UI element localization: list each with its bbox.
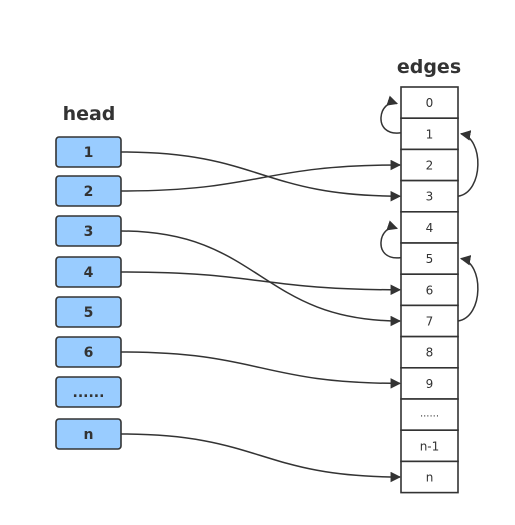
edge-cell: 4 <box>400 211 459 244</box>
head-slot-label: 4 <box>84 265 94 281</box>
edge-cell-label: 6 <box>426 283 434 297</box>
edge-cell-label: 7 <box>426 315 434 329</box>
head-slot: 1 <box>55 136 122 168</box>
edge-cell-label: ...... <box>420 409 439 420</box>
head-slot-box <box>55 215 122 247</box>
edge-cell-label: 8 <box>426 346 434 360</box>
edge-cell: 5 <box>400 242 459 276</box>
edge-cell-label: n <box>426 471 434 485</box>
edge-cell-label: 4 <box>426 221 434 235</box>
head-array: 1 2 3 4 5 6...... n <box>55 136 122 450</box>
head-slot-label: 6 <box>84 345 94 361</box>
head-pointer-arrow <box>120 159 402 192</box>
head-slot: 2 <box>55 175 122 207</box>
edge-cell-label: 0 <box>426 96 434 110</box>
head-slot-box <box>55 336 122 368</box>
edge-cell: ...... <box>400 398 459 432</box>
pointer-arrows <box>120 95 479 483</box>
edge-cell-label: 1 <box>426 127 434 141</box>
edge-cell-box <box>400 335 459 369</box>
head-title: head <box>63 103 116 125</box>
edge-cell: n-1 <box>400 429 459 463</box>
edges-title: edges <box>397 56 461 78</box>
next-pointer-arrow <box>380 95 402 134</box>
head-slot-label: 1 <box>84 145 94 161</box>
edge-cell: 6 <box>400 273 459 307</box>
head-slot-box <box>55 296 122 328</box>
next-pointer-arrow <box>457 255 479 322</box>
edge-cell-label: 5 <box>426 252 434 266</box>
head-slot: 5 <box>55 296 122 328</box>
head-pointer-arrow <box>120 351 402 389</box>
head-slot-label: 3 <box>84 224 94 240</box>
edge-cell-box <box>400 179 459 213</box>
head-pointer-arrow <box>120 230 402 327</box>
head-slot: ...... <box>55 376 122 408</box>
head-slot: n <box>55 418 122 450</box>
edge-cell-box <box>400 86 459 120</box>
head-slot-box <box>55 175 122 207</box>
head-slot-label: 5 <box>84 305 94 321</box>
edge-cell-label: 9 <box>426 377 434 391</box>
edge-cell-box <box>400 460 459 494</box>
edge-cell-label: 3 <box>426 190 434 204</box>
edge-cell-box <box>400 429 459 463</box>
head-slot-box <box>55 256 122 288</box>
edge-cell: 7 <box>400 304 459 338</box>
head-pointer-arrow <box>120 151 402 202</box>
head-pointer-arrow <box>120 433 402 483</box>
edge-cell: 3 <box>400 179 459 213</box>
head-slot: 6 <box>55 336 122 368</box>
head-slot-box <box>55 418 122 450</box>
next-pointer-arrow <box>457 130 479 197</box>
edge-cell: 9 <box>400 366 459 400</box>
edge-cell-box <box>400 117 459 151</box>
head-slot-label: ...... <box>73 385 105 401</box>
head-slot-box <box>55 376 122 408</box>
edge-cell: 8 <box>400 335 459 369</box>
edge-cell: 0 <box>400 86 459 120</box>
edge-cell-label: n-1 <box>420 439 440 453</box>
edges-array: 0 1 2 3 4 5 6 7 8 9...... n-1 n <box>400 86 459 494</box>
head-slot-label: n <box>84 427 94 443</box>
edge-cell: 1 <box>400 117 459 151</box>
edge-cell-box <box>400 304 459 338</box>
next-pointer-arrow <box>380 220 402 259</box>
edge-cell: n <box>400 460 459 494</box>
edge-cell-box <box>400 398 459 432</box>
edge-cell: 2 <box>400 148 459 182</box>
head-slot: 4 <box>55 256 122 288</box>
head-slot-box <box>55 136 122 168</box>
head-slot: 3 <box>55 215 122 247</box>
head-pointer-arrow <box>120 271 402 296</box>
edge-cell-label: 2 <box>426 159 434 173</box>
head-slot-label: 2 <box>84 184 94 200</box>
